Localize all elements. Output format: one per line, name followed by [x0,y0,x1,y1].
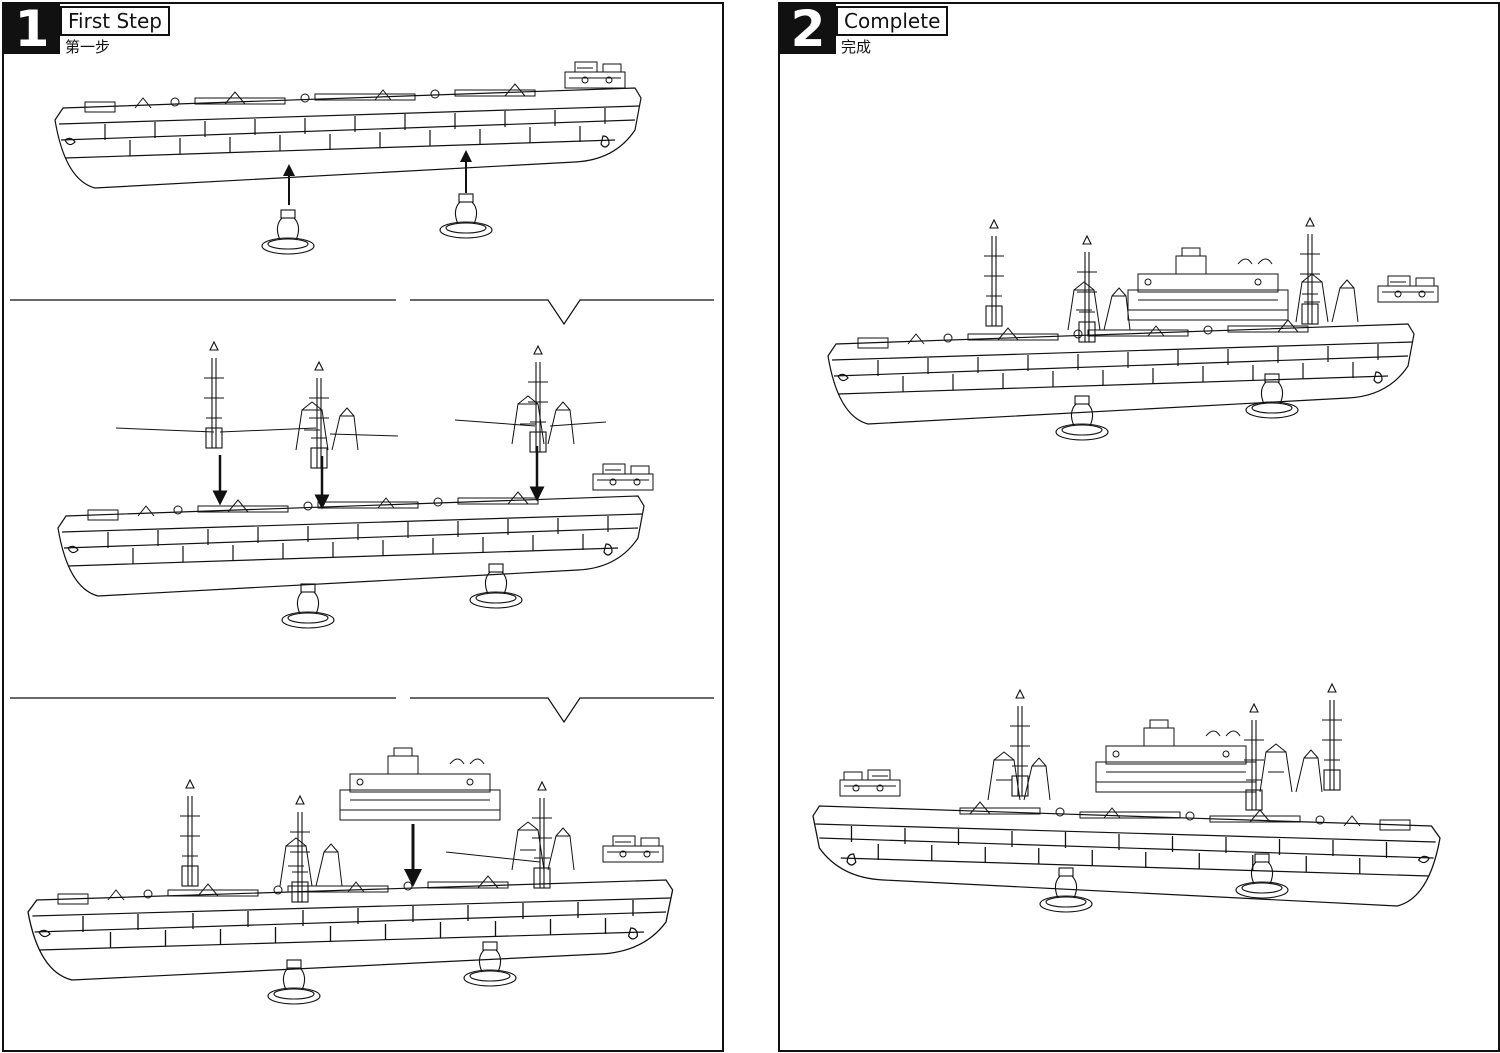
step1c-masts [179,779,575,903]
step1a-stand-left [261,209,315,255]
step-2-panel: 2 Complete 完成 [778,2,1500,1052]
step1a-stand-right [439,193,493,239]
step1c-stand-left [267,959,321,1005]
step-1-title: First Step [60,6,170,36]
step2b-ship [812,683,1441,907]
step-2-title: Complete [836,6,949,36]
step1b-ship [57,463,654,597]
step2b-stand-right [1235,853,1289,899]
step1-divider-2 [10,697,714,724]
step1b-stand-left [281,583,335,629]
step1c-bridge [339,747,501,821]
step-1-panel: 1 First Step 第一步 [2,2,724,1052]
step2a-stand-left [1055,395,1109,441]
step-1-subtitle: 第一步 [65,38,111,56]
step-2-number: 2 [780,4,836,54]
step1c-ship [27,835,674,981]
step-2-subtitle: 完成 [841,38,872,56]
step-1-number: 1 [4,4,60,54]
step1-divider-1 [10,299,714,326]
step2a-ship [827,217,1439,425]
step1b-masts [115,341,607,469]
step1a-ship [54,61,642,189]
step1b-stand-right [469,563,523,609]
step1c-stand-right [463,941,517,987]
